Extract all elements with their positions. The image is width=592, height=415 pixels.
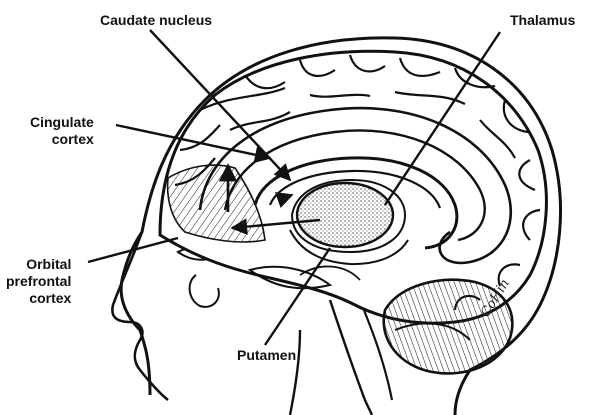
label-orbital-line3: cortex	[6, 290, 71, 307]
ear-outline	[190, 275, 219, 307]
label-orbital-line2: prefrontal	[6, 273, 71, 290]
nose-outline	[112, 232, 168, 400]
thalamus-body	[297, 183, 393, 247]
neck-line	[290, 330, 300, 415]
label-putamen: Putamen	[237, 347, 296, 364]
label-thalamus: Thalamus	[510, 12, 575, 29]
label-caudate-nucleus: Caudate nucleus	[100, 12, 212, 29]
label-cingulate-cortex: Cingulate cortex	[30, 114, 94, 148]
label-orbital-prefrontal-cortex: Orbital prefrontal cortex	[6, 256, 71, 307]
label-cingulate-line2: cortex	[30, 131, 94, 148]
label-orbital-line1: Orbital	[6, 256, 71, 273]
label-cingulate-line1: Cingulate	[30, 114, 94, 131]
